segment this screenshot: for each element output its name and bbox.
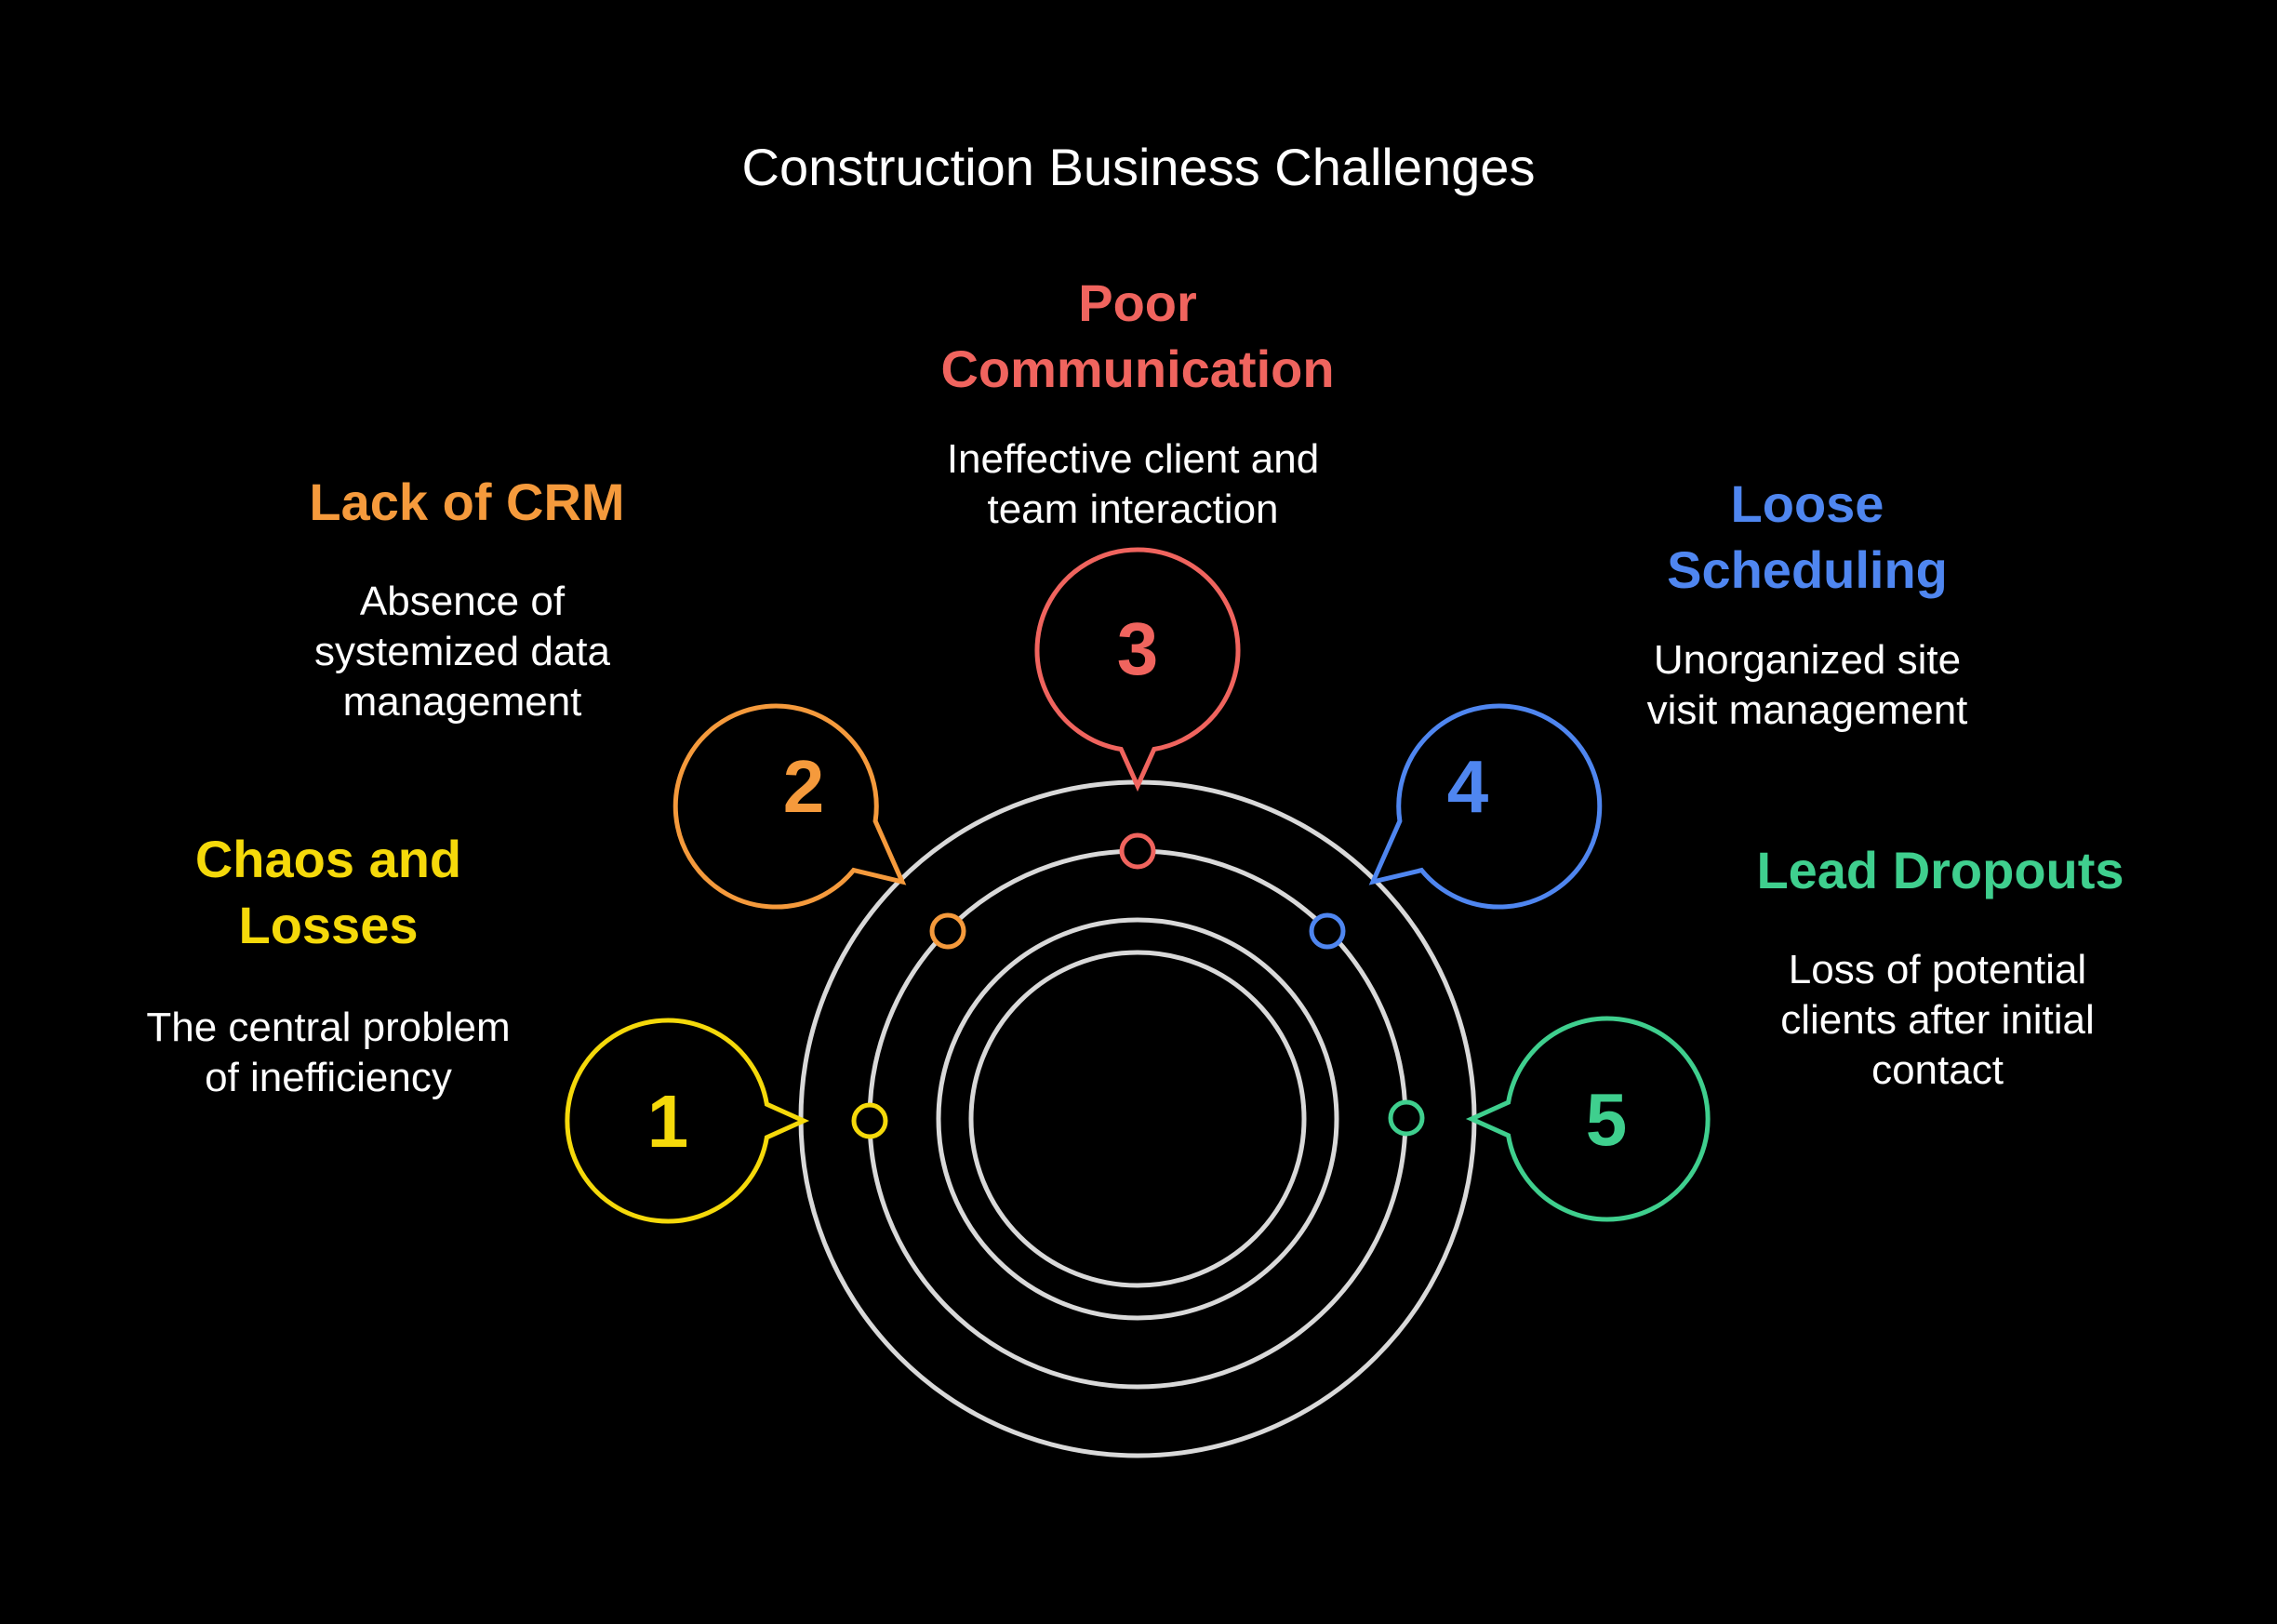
marker-3 [1119,832,1156,870]
bubble-2-outline [672,703,907,910]
item-2-title: Lack of CRM [309,473,625,531]
ring-markers [851,832,1425,1139]
bubble-1: 1 [565,1018,810,1224]
bubble-5-number: 5 [1586,1078,1628,1161]
bubble-3-number: 3 [1117,607,1159,690]
item-1-title: Chaos and Losses [194,830,462,954]
bubble-3-outline [1034,547,1241,792]
bubble-4-number: 4 [1447,745,1489,828]
marker-2 [929,912,966,950]
bubble-4: 4 [1368,703,1603,910]
ring-3 [936,917,1339,1321]
item-1-description: The central problem of inefficiency [146,1005,511,1100]
item-5-title: Lead Dropouts [1756,841,2124,899]
bubble-5-outline [1465,1016,1711,1222]
bubble-4-outline [1368,703,1603,910]
page-title: Construction Business Challenges [741,138,1536,196]
item-3-description: Ineffective client and team interaction [946,436,1320,532]
marker-4 [1309,912,1346,950]
marker-1 [851,1102,888,1139]
item-3-title: Poor Communication [940,273,1335,398]
ring-inner [968,950,1307,1288]
marker-5 [1388,1099,1425,1137]
bubble-2: 2 [672,703,907,910]
bubble-1-number: 1 [647,1080,689,1163]
bubble-2-number: 2 [783,745,825,828]
item-2-description: Absence of systemized data management [314,579,610,725]
bubble-1-outline [565,1018,810,1224]
item-5-description: Loss of potential clients after initial … [1780,947,2095,1093]
bubble-5: 5 [1465,1016,1711,1222]
bubble-3: 3 [1034,547,1241,792]
item-4-title: Loose Scheduling [1667,474,1948,599]
item-4-description: Unorganized site visit management [1646,637,1968,733]
